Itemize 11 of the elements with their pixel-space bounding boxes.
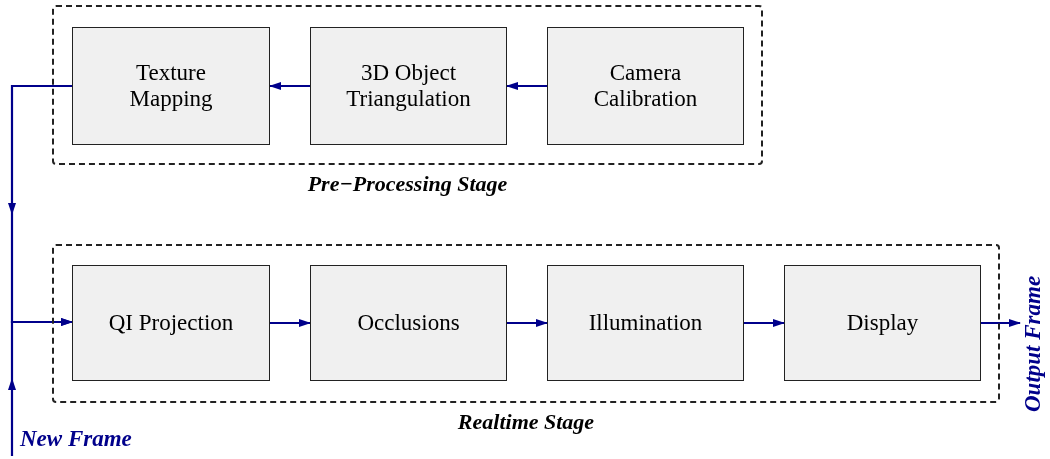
stage-label: Pre−Processing Stage bbox=[306, 171, 509, 197]
stage-label: Realtime Stage bbox=[456, 409, 596, 435]
process-box: 3D Object Triangulation bbox=[310, 27, 507, 145]
process-box: Illumination bbox=[547, 265, 744, 381]
output-label: Output Frame bbox=[1020, 244, 1050, 412]
input-label: New Frame bbox=[20, 426, 162, 456]
process-box: Texture Mapping bbox=[72, 27, 270, 145]
process-box: Display bbox=[784, 265, 981, 381]
process-box: Occlusions bbox=[310, 265, 507, 381]
process-box: Camera Calibration bbox=[547, 27, 744, 145]
process-box: QI Projection bbox=[72, 265, 270, 381]
